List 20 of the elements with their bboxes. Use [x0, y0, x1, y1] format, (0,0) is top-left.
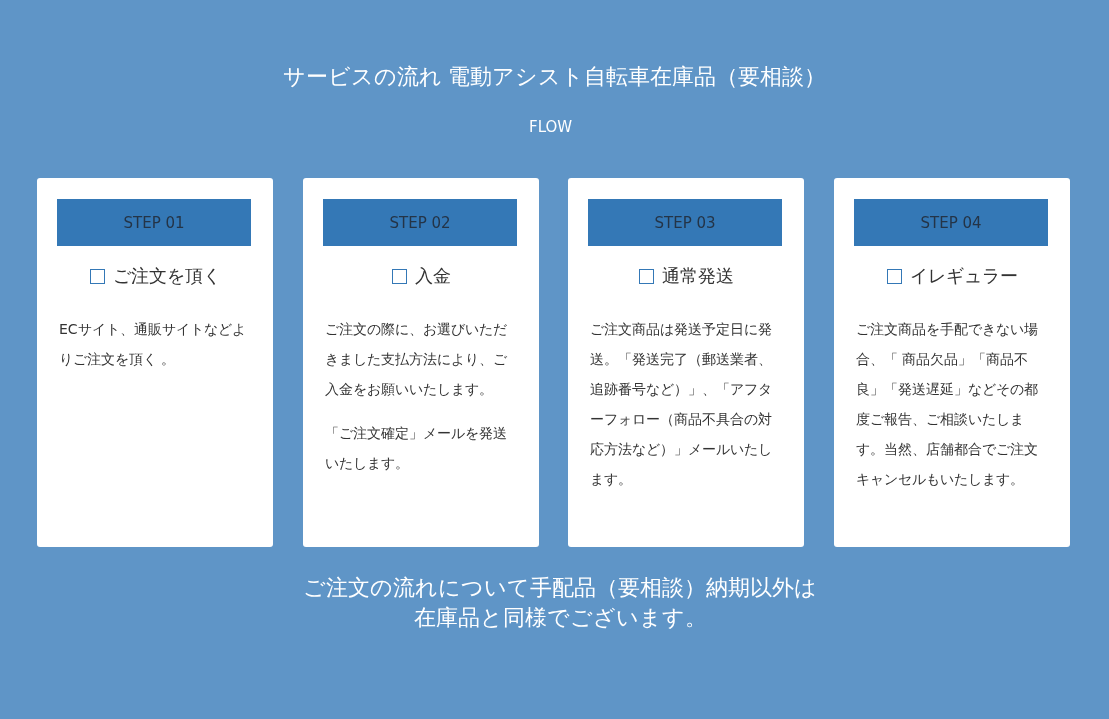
step-description: ご注文商品は発送予定日に発送。「発送完了（郵送業者、追跡番号など）」、「アフターフォロー（商品不具合の対応方法など）」メールいたします。 [590, 320, 773, 489]
step-banner: STEP 04 [854, 199, 1048, 246]
step-card [37, 178, 273, 547]
step-heading: イレギュラー [909, 264, 1018, 288]
step-description: 「ご注文確定」メールを発送いたします。 [325, 424, 508, 473]
step-card [834, 178, 1070, 547]
step-description: ご注文商品を手配できない場合、「 商品欠品」「商品不良」「発送遅延」などその都度ご報告、ご相談いたします。当然、店舗都合でご注文キャンセルもいたします。 [856, 320, 1039, 489]
caption-text: ご注文の流れについて手配品（要相談）納期以外は在庫品と同様でございます。 [302, 574, 818, 632]
step-heading: 入金 [414, 264, 451, 288]
step-banner: STEP 03 [588, 199, 782, 246]
step-banner: STEP 02 [323, 199, 517, 246]
step-card [568, 178, 804, 547]
step-description: ご注文の際に、お選びいただきました支払方法により、ご入金をお願いいたします。 [325, 320, 508, 399]
section-label: FLOW [529, 118, 573, 136]
step-card [303, 178, 539, 547]
step-description: ECサイト、通販サイトなどよりご注文を頂く 。 [59, 320, 247, 369]
step-heading: 通常発送 [661, 264, 734, 288]
step-heading: ご注文を頂く [112, 264, 221, 288]
step-banner: STEP 01 [57, 199, 251, 246]
page-title: サービスの流れ 電動アシスト自転車在庫品（要相談） [281, 63, 828, 91]
